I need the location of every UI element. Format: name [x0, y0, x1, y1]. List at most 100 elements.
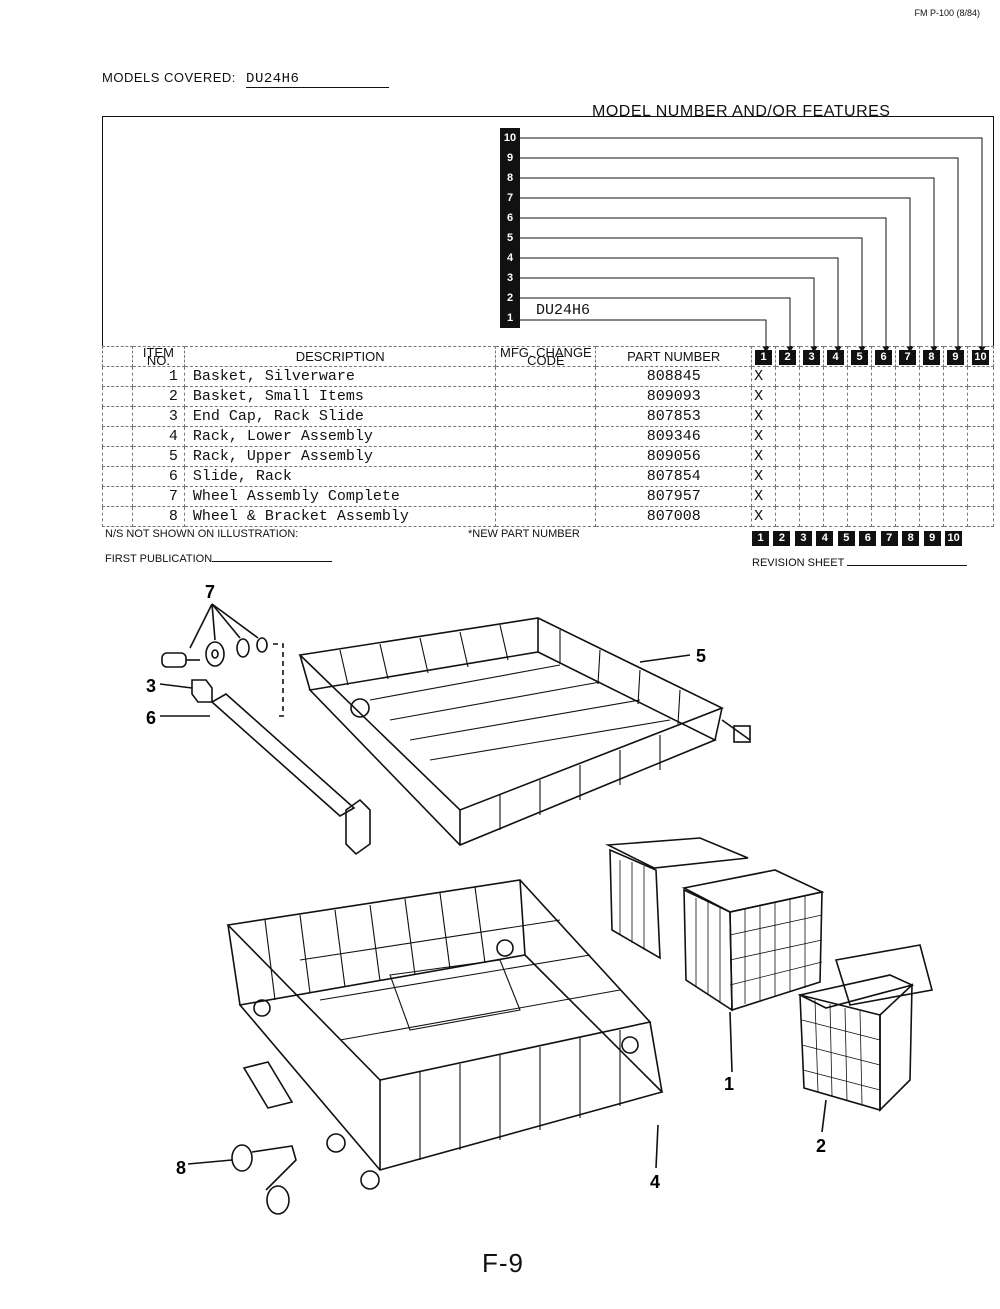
- model-1-mark-cell: X: [751, 426, 777, 447]
- callout-1: 1: [724, 1074, 734, 1094]
- col-footer: 1: [752, 531, 769, 546]
- item-no-cell: 4: [131, 426, 185, 447]
- model-mark-cell: [775, 426, 801, 447]
- part-number-cell: 809093: [595, 386, 753, 407]
- model-mark-cell: [895, 466, 920, 487]
- model-mark-cell: [871, 366, 897, 387]
- model-mark-cell: [775, 366, 801, 387]
- model-mark-cell: [847, 426, 873, 447]
- description-cell: Rack, Lower Assembly: [183, 426, 497, 447]
- model-1-mark-cell: X: [751, 406, 777, 427]
- model-mark-cell: [895, 426, 920, 447]
- model-mark-cell: [823, 386, 849, 407]
- model-num: 5: [506, 232, 514, 244]
- item-no-cell: 8: [131, 506, 185, 527]
- col-header: 5: [851, 350, 869, 365]
- model-mark-cell: [871, 486, 897, 507]
- model-mark-cell: [799, 486, 825, 507]
- description-cell: Wheel & Bracket Assembly: [183, 506, 497, 527]
- model-mark-cell: [966, 486, 995, 507]
- model-mark-cell: [895, 386, 920, 407]
- silverware-basket-icon: [605, 837, 825, 1012]
- model-num: 10: [503, 132, 517, 144]
- model-mark-cell: [942, 446, 968, 467]
- col-header: 2: [779, 350, 797, 365]
- description-cell: Slide, Rack: [183, 466, 497, 487]
- model-num: 4: [506, 252, 514, 264]
- model-num: 1: [506, 312, 514, 324]
- model-mark-cell: [919, 466, 944, 487]
- mfg-change-cell: [495, 366, 597, 387]
- mfg-change-code-header: MFG. CHANGE CODE: [495, 346, 597, 367]
- model-1-value: DU24H6: [536, 302, 591, 319]
- small-items-basket-icon: [797, 944, 933, 1112]
- model-mark-cell: [919, 446, 944, 467]
- model-mark-cell: [775, 466, 801, 487]
- col-footer: 5: [837, 531, 855, 546]
- model-mark-cell: [966, 466, 995, 487]
- callout-8: 8: [176, 1158, 186, 1178]
- model-mark-cell: [847, 486, 873, 507]
- model-mark-cell: [823, 406, 849, 427]
- model-mark-cell: [775, 386, 801, 407]
- description-cell: Basket, Small Items: [183, 386, 497, 407]
- new-part-label: *NEW PART NUMBER: [468, 528, 580, 540]
- col-header: 8: [922, 350, 940, 365]
- model-mark-cell: [919, 426, 944, 447]
- model-mark-cell: [847, 466, 873, 487]
- models-covered-label: MODELS COVERED:: [102, 70, 236, 85]
- table-header-row: ITEM NO. DESCRIPTION MFG. CHANGE CODE PA…: [102, 346, 995, 367]
- col-header: 9: [946, 350, 964, 365]
- model-mark-cell: [966, 426, 995, 447]
- model-mark-cell: [871, 466, 897, 487]
- model-number-strip: 10 9 8 7 6 5 4 3 2 1: [500, 128, 520, 328]
- model-mark-cell: [775, 406, 801, 427]
- part-number-cell: 809056: [595, 446, 753, 467]
- model-mark-cell: [799, 386, 825, 407]
- model-mark-cell: [895, 406, 920, 427]
- item-no-cell: 2: [131, 386, 185, 407]
- end-cap-icon: [191, 679, 213, 703]
- model-mark-cell: [799, 506, 825, 527]
- model-mark-cell: [966, 386, 995, 407]
- first-publication: FIRST PUBLICATION: [105, 553, 333, 565]
- ns-label: N/S NOT SHOWN ON ILLUSTRATION:: [105, 528, 299, 540]
- model-mark-cell: [895, 446, 920, 467]
- model-mark-cell: [942, 506, 968, 527]
- item-no-cell: 7: [131, 486, 185, 507]
- callout-4: 4: [650, 1172, 660, 1192]
- part-number-cell: 807853: [595, 406, 753, 427]
- col-header: 7: [899, 350, 916, 365]
- callout-3: 3: [146, 676, 156, 696]
- col-footer: 4: [816, 531, 834, 546]
- model-mark-cell: [942, 486, 968, 507]
- col-header: 4: [827, 350, 845, 365]
- model-1-mark-cell: X: [751, 386, 777, 407]
- model-mark-cell: [942, 366, 968, 387]
- model-1-mark-cell: X: [751, 486, 777, 507]
- model-mark-cell: [942, 426, 968, 447]
- mfg-change-cell: [495, 426, 597, 447]
- parts-table: ITEM NO. DESCRIPTION MFG. CHANGE CODE PA…: [102, 346, 995, 527]
- model-mark-cell: [847, 506, 873, 527]
- col-footer: 3: [794, 531, 812, 546]
- col-header: 1: [755, 350, 773, 365]
- lower-rack-icon: [226, 879, 664, 1190]
- wheel-bracket-icon: [231, 1061, 297, 1215]
- models-covered-value: DU24H6: [246, 71, 390, 88]
- mfg-change-cell: [495, 386, 597, 407]
- col-footer: 8: [902, 531, 920, 546]
- part-number-cell: 807008: [595, 506, 753, 527]
- model-mark-cell: [775, 506, 801, 527]
- rack-slide-icon: [210, 693, 356, 817]
- description-cell: Rack, Upper Assembly: [183, 446, 497, 467]
- model-mark-cell: [919, 406, 944, 427]
- mfg-change-cell: [495, 486, 597, 507]
- model-mark-cell: [871, 506, 897, 527]
- form-code: FM P-100 (8/84): [914, 8, 980, 18]
- col-footer: 9: [923, 531, 941, 546]
